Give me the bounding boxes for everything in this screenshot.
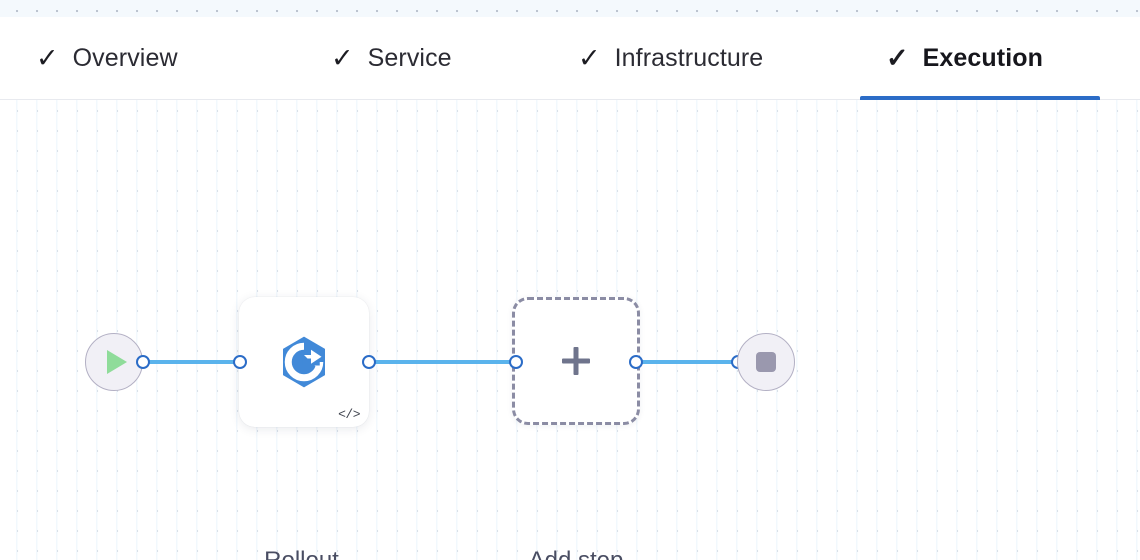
- tab-label: Execution: [922, 44, 1043, 72]
- tab-overview[interactable]: ✓ Overview: [36, 17, 178, 100]
- tab-service[interactable]: ✓ Service: [331, 17, 452, 100]
- check-icon: ✓: [886, 43, 909, 73]
- tab-label: Infrastructure: [614, 44, 764, 72]
- execution-canvas[interactable]: </> Rollout Deployment Add step: [0, 100, 1140, 560]
- play-icon: [107, 350, 127, 374]
- start-node-output-port[interactable]: [136, 355, 150, 369]
- active-tab-indicator: [860, 96, 1100, 100]
- connector-line-start-to-step: [142, 360, 244, 364]
- add-step-label: Add step: [456, 540, 696, 560]
- stage-tab-bar: ✓ Overview ✓ Service ✓ Infrastructure ✓ …: [0, 17, 1140, 100]
- tab-infrastructure[interactable]: ✓ Infrastructure: [578, 17, 763, 100]
- code-icon: </>: [338, 407, 360, 422]
- canvas-top-strip: [0, 0, 1140, 17]
- step-node-output-port[interactable]: [362, 355, 376, 369]
- step-node-label: Rollout Deployment: [179, 540, 424, 560]
- plus-icon-vertical: [573, 347, 579, 375]
- add-step-input-port[interactable]: [509, 355, 523, 369]
- connector-line-step-to-add: [369, 360, 519, 364]
- tab-label: Service: [367, 44, 452, 72]
- check-icon: ✓: [36, 43, 59, 73]
- tab-label: Overview: [72, 44, 178, 72]
- check-icon: ✓: [331, 43, 354, 73]
- stop-icon: [756, 352, 776, 372]
- pipeline-end-node[interactable]: [737, 333, 795, 391]
- step-node-input-port[interactable]: [233, 355, 247, 369]
- tab-execution[interactable]: ✓ Execution: [860, 17, 1100, 100]
- check-icon: ✓: [578, 43, 601, 73]
- add-step-output-port[interactable]: [629, 355, 643, 369]
- connector-line-add-to-end: [634, 360, 740, 364]
- step-node-rollout-deployment[interactable]: </>: [239, 297, 369, 427]
- rollout-deployment-icon: [283, 336, 325, 388]
- add-step-node[interactable]: [512, 297, 640, 425]
- pipeline-start-node[interactable]: [85, 333, 143, 391]
